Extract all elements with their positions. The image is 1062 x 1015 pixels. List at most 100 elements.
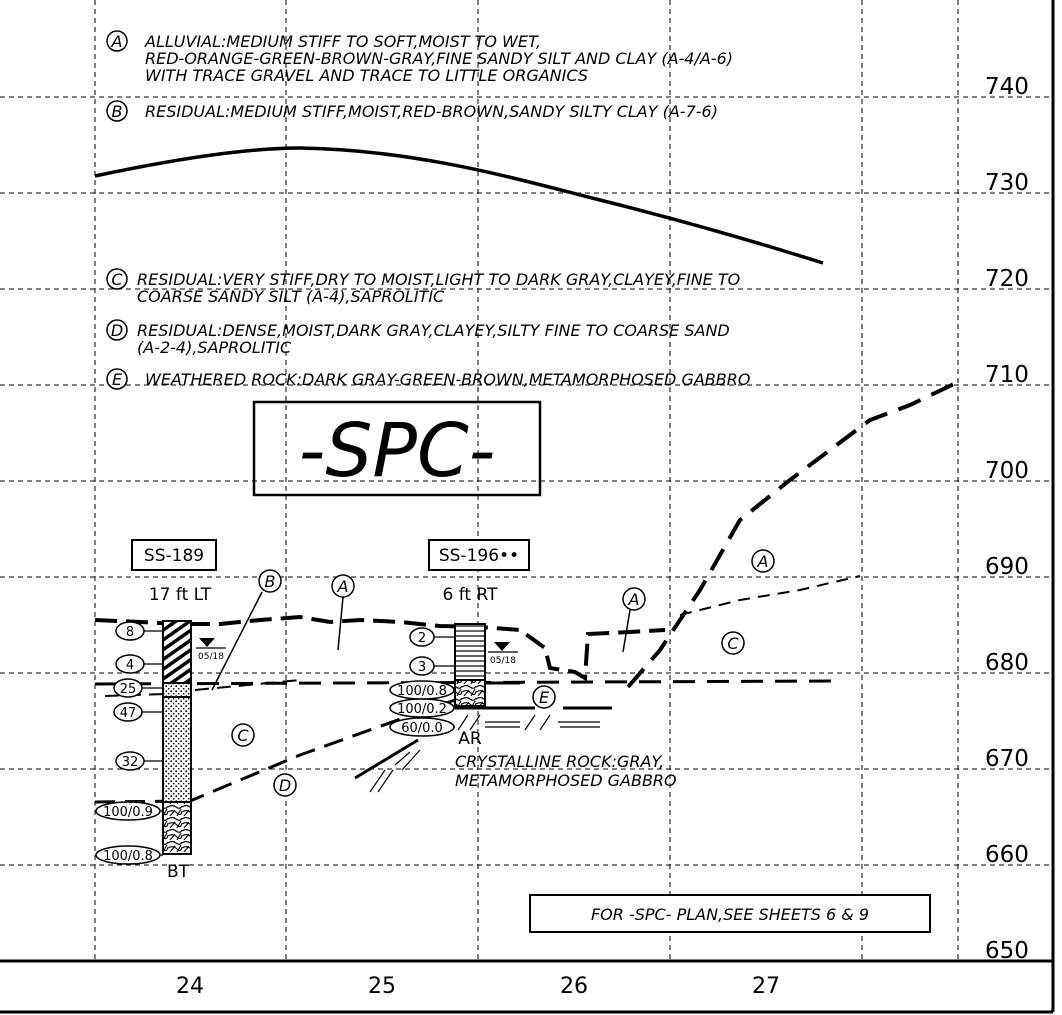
callout-a: A [622,587,646,653]
callout-d: D [273,773,297,797]
plan-note: FOR -SPC- PLAN,SEE SHEETS 6 & 9 [529,894,931,933]
rock-hatch [369,714,600,793]
boundary-c [679,575,861,616]
boundary-b [626,381,957,689]
ground-line-upper [94,146,824,265]
legend-letter-circle [106,368,128,390]
svg-text:100/0.8: 100/0.8 [103,849,153,864]
water-level-icon [494,642,510,651]
station-label: 27 [752,974,780,999]
elevation-label: 670 [985,746,1029,772]
svg-text:D: D [279,776,291,795]
station-label: 25 [368,974,396,999]
boring-log-clay [162,620,192,684]
water-level-icon [199,638,215,647]
rock-note-line-1: CRYSTALLINE ROCK:GRAY, [455,752,664,771]
svg-text:A: A [628,590,640,609]
rock-note-line-2: METAMORPHOSED GABBRO [455,771,677,790]
boring-termination: BT [167,862,190,882]
legend-line: RESIDUAL:DENSE,MOIST,DARK GRAY,CLAYEY,SI… [137,321,730,340]
plan-note-text: FOR -SPC- PLAN,SEE SHEETS 6 & 9 [591,905,869,924]
svg-text:2: 2 [418,631,426,646]
legend-line: RESIDUAL:VERY STIFF,DRY TO MOIST,LIGHT T… [137,270,740,289]
svg-text:3: 3 [418,660,426,675]
blow-count: 47 [113,702,163,722]
legend-item-c: C RESIDUAL:VERY STIFF,DRY TO MOIST,LIGHT … [106,268,740,306]
elevation-label: 650 [985,938,1029,964]
legend-line: (A-2-4),SAPROLITIC [137,338,292,357]
blow-count: 25 [113,678,163,698]
blow-count: 8 [115,621,163,641]
svg-text:60/0.0: 60/0.0 [401,721,443,736]
svg-text:A: A [337,577,349,596]
title-box: -SPC- [252,400,542,497]
legend-letter-circle [106,319,128,341]
elevation-label: 710 [985,362,1029,388]
legend-line: WEATHERED ROCK:DARK GRAY-GREEN-BROWN,MET… [145,370,750,389]
boring-offset: 17 ft LT [149,585,212,605]
blow-count: 32 [115,751,163,771]
callout-a: A [751,549,775,573]
boring-log-sand [162,696,192,803]
boring-id: SS-189 [144,546,204,566]
blow-count: 2 [409,627,455,647]
blow-count: 100/0.9 [95,801,163,821]
legend-line: RED-ORANGE-GREEN-BROWN-GRAY,FINE SANDY S… [145,49,733,68]
blow-count: 100/0.8 [389,680,455,700]
svg-text:E: E [539,688,550,707]
svg-text:A: A [757,552,769,571]
svg-text:4: 4 [126,658,134,673]
boring-id-box [131,539,217,571]
boring-ss-189: SS-189 17 ft LT 05/18 BT [131,539,226,882]
callout-a: A [331,574,355,651]
elevation-label: 740 [985,74,1029,100]
boundary-a-c [94,679,836,686]
boring-log-rock [162,801,192,855]
legend-letter-circle [106,268,128,290]
legend-letter: B [112,102,123,121]
legend-letter: E [112,370,123,389]
legend-item-e: E WEATHERED ROCK:DARK GRAY-GREEN-BROWN,ME… [106,368,750,390]
existing-ground-profile [94,614,666,682]
svg-text:C: C [727,634,739,653]
grid-lines [0,0,1053,961]
blow-count-callouts: 84254732100/0.9100/0.823100/0.8100/0.260… [95,621,455,865]
rock-note: CRYSTALLINE ROCK:GRAY, METAMORPHOSED GAB… [455,752,677,790]
boring-ss-196: SS-196•• 6 ft RT 05/18 AR [428,539,530,749]
legend-line: WITH TRACE GRAVEL AND TRACE TO LITTLE OR… [145,66,588,85]
station-label: 26 [560,974,588,999]
boring-log-weathered-rock [454,679,486,707]
legend-line: COARSE SANDY SILT (A-4),SAPROLITIC [137,287,445,306]
legend-line: RESIDUAL:MEDIUM STIFF,MOIST,RED-BROWN,SA… [145,102,718,121]
svg-text:100/0.8: 100/0.8 [397,684,447,699]
boring-id-box [428,539,530,571]
blow-count: 4 [115,654,163,674]
callout-c: C [231,723,255,747]
soil-unit-callouts: A A A B C C D E [211,549,775,797]
boring-log-silt [162,682,192,698]
boring-offset: 6 ft RT [443,585,499,605]
title-box-text: -SPC- [299,408,496,494]
svg-text:25: 25 [120,682,137,697]
boring-termination: AR [458,729,482,749]
svg-text:100/0.9: 100/0.9 [103,805,153,820]
elevation-label: 660 [985,842,1029,868]
svg-text:B: B [265,572,276,591]
svg-text:47: 47 [120,706,137,721]
water-level-date: 05/18 [198,652,224,662]
legend-item-b: B RESIDUAL:MEDIUM STIFF,MOIST,RED-BROWN,S… [106,100,718,122]
legend-letter: C [111,270,123,289]
callout-b: B [211,569,282,691]
elevation-label: 730 [985,170,1029,196]
elevation-label: 680 [985,650,1029,676]
boring-id: SS-196•• [439,546,519,566]
callout-c: C [721,631,745,655]
elevation-label: 690 [985,554,1029,580]
